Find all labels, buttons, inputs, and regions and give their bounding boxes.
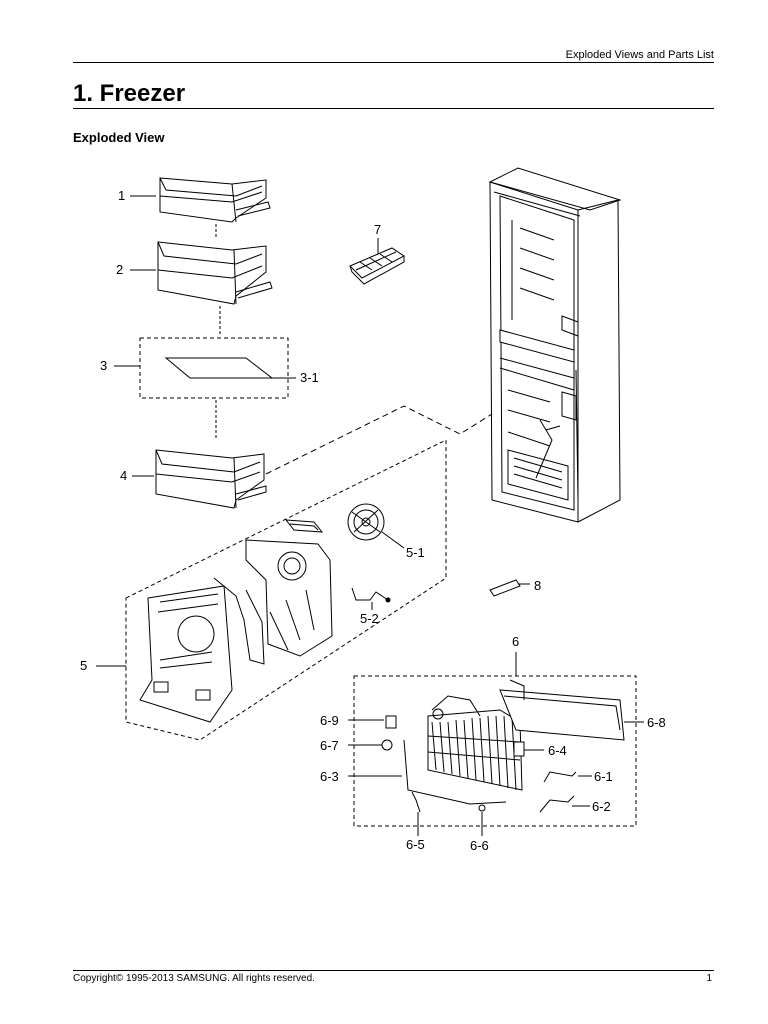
callout-6-2: 6-2 — [592, 799, 611, 814]
header-title: Exploded Views and Parts List — [565, 49, 714, 61]
part-2-drawer — [157, 241, 273, 305]
part-7-ice-tray — [349, 247, 405, 285]
callout-6-1: 6-1 — [594, 769, 613, 784]
footer-page-number: 1 — [706, 973, 712, 984]
callout-6: 6 — [512, 634, 519, 649]
part-5-1-fan-motor — [347, 503, 385, 541]
part-3-group-box — [139, 337, 289, 399]
part-5-2-wire-harness — [351, 587, 389, 601]
callout-4: 4 — [120, 468, 127, 483]
part-8-component — [489, 579, 521, 597]
connector-4-to-cabinet — [265, 405, 493, 475]
part-5-evaporator-cover — [139, 585, 233, 723]
part-6-4-sensor — [513, 741, 525, 757]
callout-6-4: 6-4 — [548, 743, 567, 758]
callout-7: 7 — [374, 222, 381, 237]
section-subtitle: Exploded View — [73, 130, 165, 145]
section-divider — [73, 108, 714, 109]
callout-8: 8 — [534, 578, 541, 593]
callout-6-8: 6-8 — [647, 715, 666, 730]
part-5-fan-housing — [213, 539, 333, 665]
part-6-6-screw — [478, 804, 486, 812]
callout-1: 1 — [118, 188, 125, 203]
part-3-1-sheet — [164, 357, 274, 379]
callout-5-1: 5-1 — [406, 545, 425, 560]
part-1-drawer — [159, 177, 271, 223]
part-5-vent-cover — [284, 519, 324, 533]
part-6-5-clip — [411, 791, 421, 813]
callout-3-1: 3-1 — [300, 370, 319, 385]
part-6-8-drain-tray — [499, 679, 625, 741]
section-title: 1. Freezer — [73, 80, 186, 107]
callout-6-7: 6-7 — [320, 738, 339, 753]
part-5-group-box — [125, 439, 447, 741]
callout-6-5: 6-5 — [406, 837, 425, 852]
callout-6-3: 6-3 — [320, 769, 339, 784]
leader-5-1 — [381, 531, 405, 549]
footer-divider — [73, 970, 714, 971]
part-6-1-sensor-wire — [543, 771, 577, 783]
part-6-2-wire — [539, 795, 575, 813]
refrigerator-cabinet — [488, 167, 622, 523]
part-6-9-fuse — [385, 715, 397, 729]
header-divider — [73, 62, 714, 63]
footer-copyright: Copyright© 1995-2013 SAMSUNG. All rights… — [73, 973, 315, 984]
callout-6-9: 6-9 — [320, 713, 339, 728]
callout-6-6: 6-6 — [470, 838, 489, 853]
part-6-evaporator — [427, 695, 523, 791]
part-6-3-heater — [403, 739, 507, 805]
callout-3: 3 — [100, 358, 107, 373]
part-4-drawer — [155, 449, 267, 509]
callout-5: 5 — [80, 658, 87, 673]
part-6-7-holder — [381, 739, 393, 751]
part-6-group-box — [353, 675, 637, 827]
callout-5-2: 5-2 — [360, 611, 379, 626]
callout-2: 2 — [116, 262, 123, 277]
